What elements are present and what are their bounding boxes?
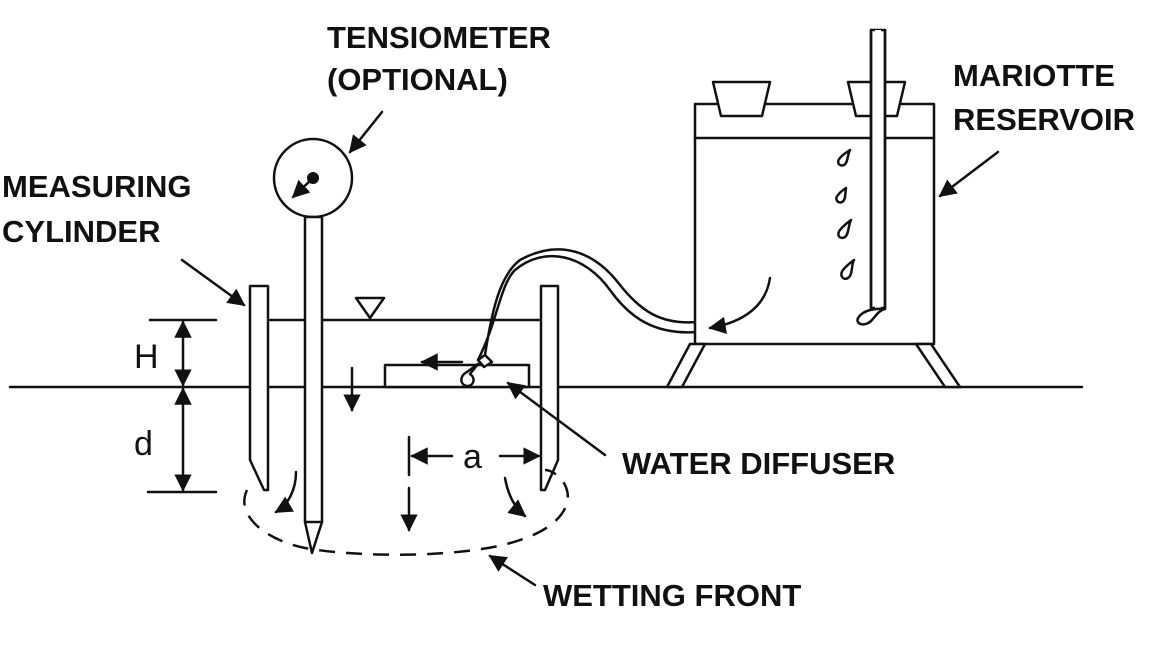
reservoir-leg-right (914, 342, 962, 389)
depth-symbol: d (134, 425, 153, 463)
reservoir-label: RESERVOIR (953, 102, 1135, 137)
supply-hose (476, 248, 699, 362)
measuring-label: MEASURING (2, 169, 191, 204)
lateral-flow-arrow-right (503, 476, 527, 518)
tensiometer-label: TENSIOMETER (327, 20, 551, 55)
mariotte-label: MARIOTTE (953, 58, 1115, 93)
cylinder-callout-arrow (180, 258, 246, 307)
wetting-front-curve (243, 468, 570, 556)
lateral-flow-arrow-left (274, 470, 298, 514)
head-symbol: H (134, 338, 159, 376)
reservoir-stopper-left (711, 80, 772, 118)
tensiometer-callout-arrow (348, 110, 384, 154)
wetting-front-label: WETTING FRONT (543, 578, 801, 613)
measuring-cylinder-right-wall (539, 284, 560, 492)
air-bubbles (835, 148, 887, 326)
water-diffuser-label: WATER DIFFUSER (622, 446, 895, 481)
mariotte-reservoir-body (693, 102, 936, 346)
measuring-cylinder-left-wall (248, 284, 270, 492)
wetting-front-callout-arrow (488, 554, 537, 587)
cylinder-label: CYLINDER (2, 214, 160, 249)
tensiometer-needle (291, 178, 313, 199)
mariotte-callout-arrow (938, 150, 1000, 198)
tensiometer-optional-label: (OPTIONAL) (327, 62, 508, 97)
reservoir-leg-left (665, 342, 707, 389)
reservoir-outflow-arrow (708, 276, 772, 334)
diffuser-callout-arrow (506, 381, 607, 457)
water-droplet-icon (460, 362, 480, 388)
tensiometer-tube (303, 215, 324, 555)
water-level-triangle-icon (354, 296, 386, 320)
head-dimension (146, 318, 218, 494)
radius-symbol: a (463, 438, 482, 476)
radius-dimension (407, 435, 541, 477)
